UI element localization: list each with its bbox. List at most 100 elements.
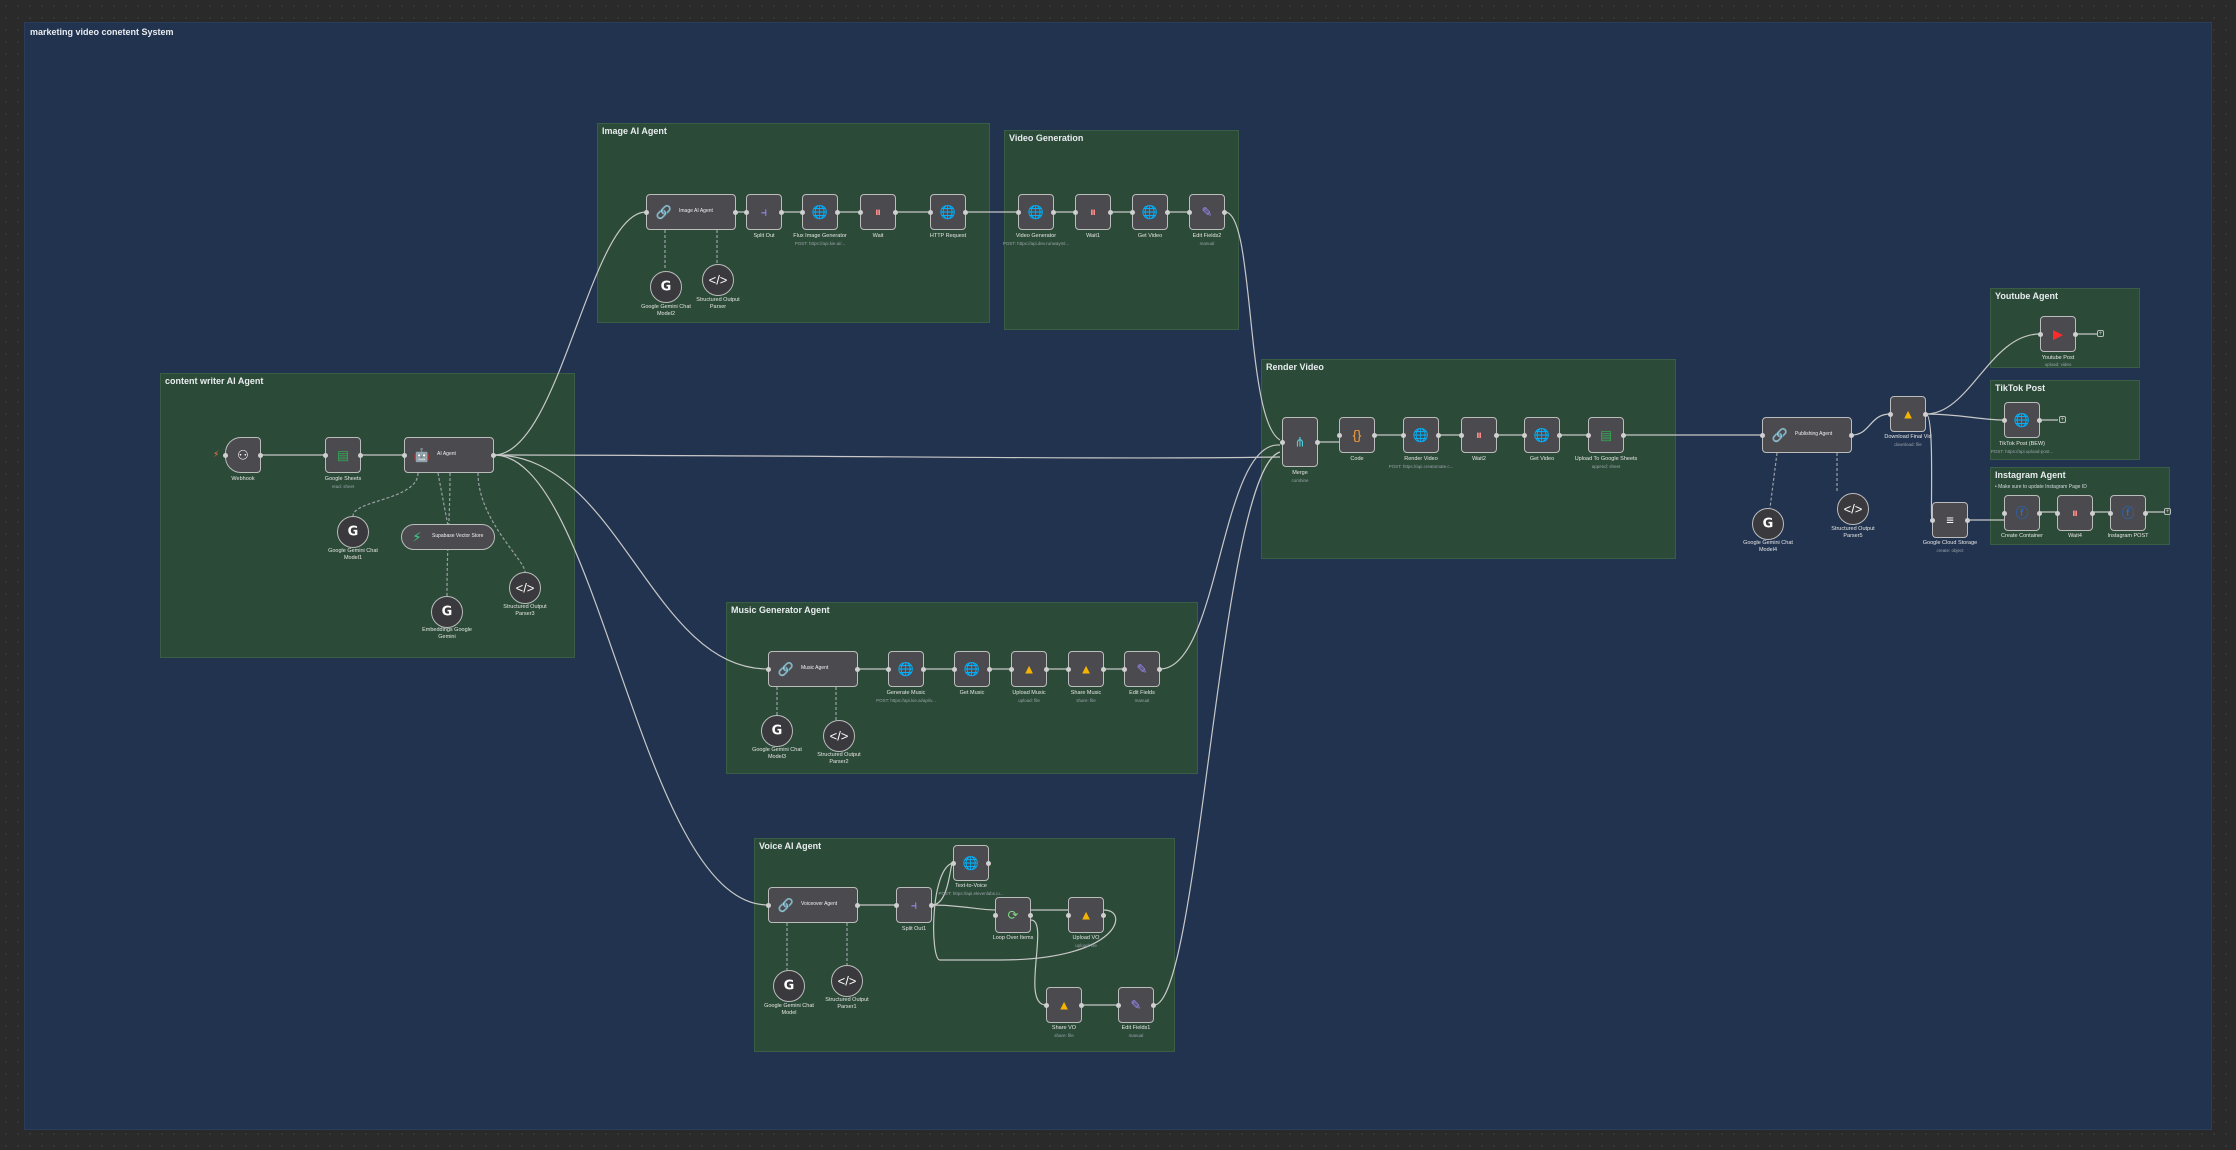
group-music-generator[interactable]: Music Generator Agent <box>726 602 1198 774</box>
ai-agent-node[interactable]: 🤖AI Agent <box>402 437 496 473</box>
share-music-node[interactable]: ▲ <box>1066 651 1106 687</box>
instagram-post-node[interactable]: ⓕ <box>2108 495 2148 531</box>
get-video-node[interactable]: 🌐 <box>1130 194 1170 230</box>
supabase-vector-store-node[interactable]: ⚡Supabase Vector Store <box>401 524 495 550</box>
input-port[interactable] <box>1760 432 1765 438</box>
input-port[interactable] <box>1066 666 1071 672</box>
google-sheets-node[interactable]: ▤ <box>323 437 363 473</box>
music-agent-node[interactable]: 🔗Music Agent <box>766 651 860 687</box>
input-port[interactable] <box>993 912 998 918</box>
input-port[interactable] <box>2108 510 2113 516</box>
output-port[interactable] <box>1165 209 1170 215</box>
gemini-model1-node[interactable]: G <box>337 516 369 548</box>
output-port[interactable] <box>1044 666 1049 672</box>
input-port[interactable] <box>744 209 749 215</box>
output-port[interactable] <box>855 902 860 908</box>
input-port[interactable] <box>952 666 957 672</box>
input-port[interactable] <box>223 452 228 458</box>
input-port[interactable] <box>1130 209 1135 215</box>
webhook-node[interactable]: ⚇ <box>223 437 263 473</box>
group-video-generation[interactable]: Video Generation <box>1004 130 1239 330</box>
input-port[interactable] <box>894 902 899 908</box>
input-port[interactable] <box>1522 432 1527 438</box>
input-port[interactable] <box>1122 666 1127 672</box>
video-generator-node[interactable]: 🌐 <box>1016 194 1056 230</box>
input-port[interactable] <box>1459 432 1464 438</box>
output-port[interactable] <box>893 209 898 215</box>
input-port[interactable] <box>2038 331 2043 337</box>
input-port[interactable] <box>1401 432 1406 438</box>
input-port[interactable] <box>2055 510 2060 516</box>
output-port[interactable] <box>1436 432 1441 438</box>
output-port[interactable] <box>2037 417 2042 423</box>
output-port[interactable] <box>779 209 784 215</box>
output-port[interactable] <box>733 209 738 215</box>
output-port[interactable] <box>963 209 968 215</box>
input-port[interactable] <box>1930 517 1935 523</box>
add-node-button[interactable]: + <box>2059 416 2066 423</box>
input-port[interactable] <box>2002 417 2007 423</box>
output-port[interactable] <box>987 666 992 672</box>
http-request-node[interactable]: 🌐 <box>928 194 968 230</box>
input-port[interactable] <box>402 452 407 458</box>
input-port[interactable] <box>858 209 863 215</box>
get-video2-node[interactable]: 🌐 <box>1522 417 1562 453</box>
image-ai-agent-node[interactable]: 🔗Image AI Agent <box>644 194 738 230</box>
edit-fields1-node[interactable]: ✎ <box>1116 987 1156 1023</box>
output-port[interactable] <box>1222 209 1227 215</box>
gemini-model3-node[interactable]: G <box>761 715 793 747</box>
input-port[interactable] <box>1888 411 1893 417</box>
create-container-node[interactable]: ⓕ <box>2002 495 2042 531</box>
output-port[interactable] <box>358 452 363 458</box>
text-to-voice-node[interactable]: 🌐 <box>951 845 991 881</box>
flux-image-generator-node[interactable]: 🌐 <box>800 194 840 230</box>
output-port[interactable] <box>855 666 860 672</box>
upload-to-sheets-node[interactable]: ▤ <box>1586 417 1626 453</box>
group-content-writer[interactable]: content writer AI Agent <box>160 373 575 658</box>
split-out-node[interactable]: ⫞ <box>744 194 784 230</box>
input-port[interactable] <box>1016 209 1021 215</box>
output-port[interactable] <box>491 452 496 458</box>
input-port[interactable] <box>800 209 805 215</box>
output-port[interactable] <box>1315 439 1320 445</box>
output-port[interactable] <box>1494 432 1499 438</box>
input-port[interactable] <box>1066 912 1071 918</box>
share-vo-node[interactable]: ▲ <box>1044 987 1084 1023</box>
input-port[interactable] <box>886 666 891 672</box>
output-port[interactable] <box>2090 510 2095 516</box>
input-port[interactable] <box>1073 209 1078 215</box>
render-video-node[interactable]: 🌐 <box>1401 417 1441 453</box>
edit-fields-node[interactable]: ✎ <box>1122 651 1162 687</box>
output-port[interactable] <box>835 209 840 215</box>
input-port[interactable] <box>766 666 771 672</box>
merge-node[interactable]: ⋔ <box>1280 417 1320 467</box>
output-port[interactable] <box>1849 432 1854 438</box>
output-port[interactable] <box>1157 666 1162 672</box>
input-port[interactable] <box>1337 432 1342 438</box>
tiktok-post-node[interactable]: 🌐 <box>2002 402 2042 438</box>
output-port[interactable] <box>1621 432 1626 438</box>
output-port[interactable] <box>1079 1002 1084 1008</box>
output-port[interactable] <box>1923 411 1928 417</box>
output-port[interactable] <box>986 860 991 866</box>
download-final-vid-node[interactable]: ▲ <box>1888 396 1928 432</box>
structured-parser2-node[interactable]: </> <box>823 720 855 752</box>
input-port[interactable] <box>1116 1002 1121 1008</box>
voiceover-agent-node[interactable]: 🔗Voiceover Agent <box>766 887 860 923</box>
input-port[interactable] <box>2002 510 2007 516</box>
group-youtube[interactable]: Youtube Agent <box>1990 288 2140 368</box>
structured-parser1-node[interactable]: </> <box>831 965 863 997</box>
input-port[interactable] <box>951 860 956 866</box>
gemini-model-node[interactable]: G <box>773 970 805 1002</box>
code-node[interactable]: {} <box>1337 417 1377 453</box>
split-out1-node[interactable]: ⫞ <box>894 887 934 923</box>
youtube-post-node[interactable]: ▶ <box>2038 316 2078 352</box>
gemini-model4-node[interactable]: G <box>1752 508 1784 540</box>
output-port[interactable] <box>2037 510 2042 516</box>
add-node-button[interactable]: + <box>2097 330 2104 337</box>
output-port[interactable] <box>1151 1002 1156 1008</box>
output-port[interactable] <box>2143 510 2148 516</box>
wait-node[interactable]: ⏸ <box>858 194 898 230</box>
output-port[interactable] <box>1372 432 1377 438</box>
